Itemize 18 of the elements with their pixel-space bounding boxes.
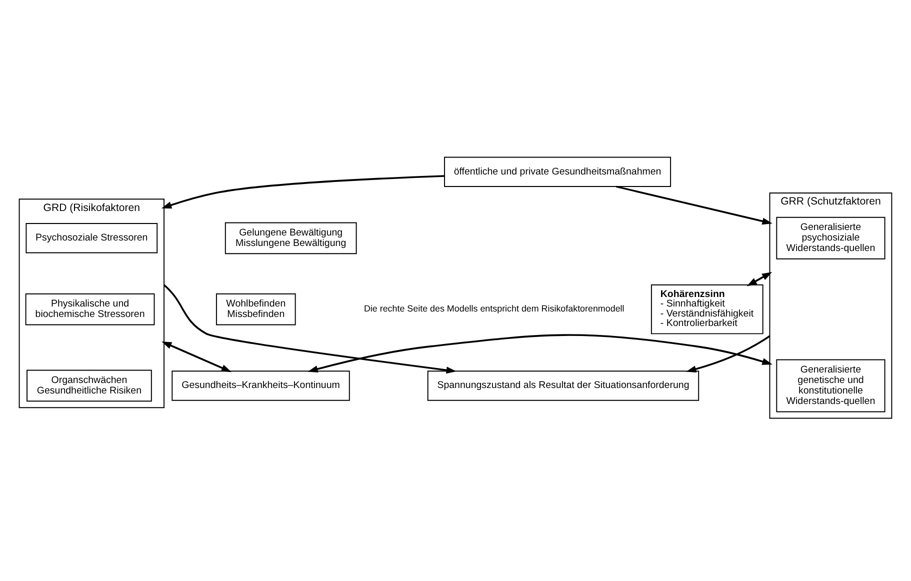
node-box: Physikalische und biochemische Stressoren [25,292,155,325]
node-box: Spannungszustand als Resultat der Situationsanforderung [427,370,700,400]
node-box: öffentliche und private Gesundheitsmaßnahmen [444,156,672,186]
arrow [616,185,772,224]
arrow [162,340,232,372]
arrow [163,284,456,374]
node-box: Wohlbefinden Missbefinden [216,292,296,325]
arrow [308,334,772,372]
node-box: Generalisierte psychosiziale Widerstands-quellen [776,216,886,259]
node-box: Kohärenzsinn - Sinnhaftigkeit - Verständnisfähigkeit - Kontrolierbarkeit [650,284,764,334]
arrow [161,174,444,208]
node-box: Psychosoziale Stressoren [26,222,158,253]
node-box: Organschwächen Gesundheitliche Risiken [26,369,152,402]
node-box: Generalisierte genetische und konstitutionelle Widerstands-quellen [776,358,886,412]
node-box: Gelungene Bewältigung Misslungene Bewältigung [224,222,357,254]
label: Die rechte Seite des Modells entspricht dem Risikofaktorenmodell [364,303,624,314]
node-box: Gesundheits–Krankheits–Kontinuum [172,370,350,400]
arrow [746,271,772,286]
